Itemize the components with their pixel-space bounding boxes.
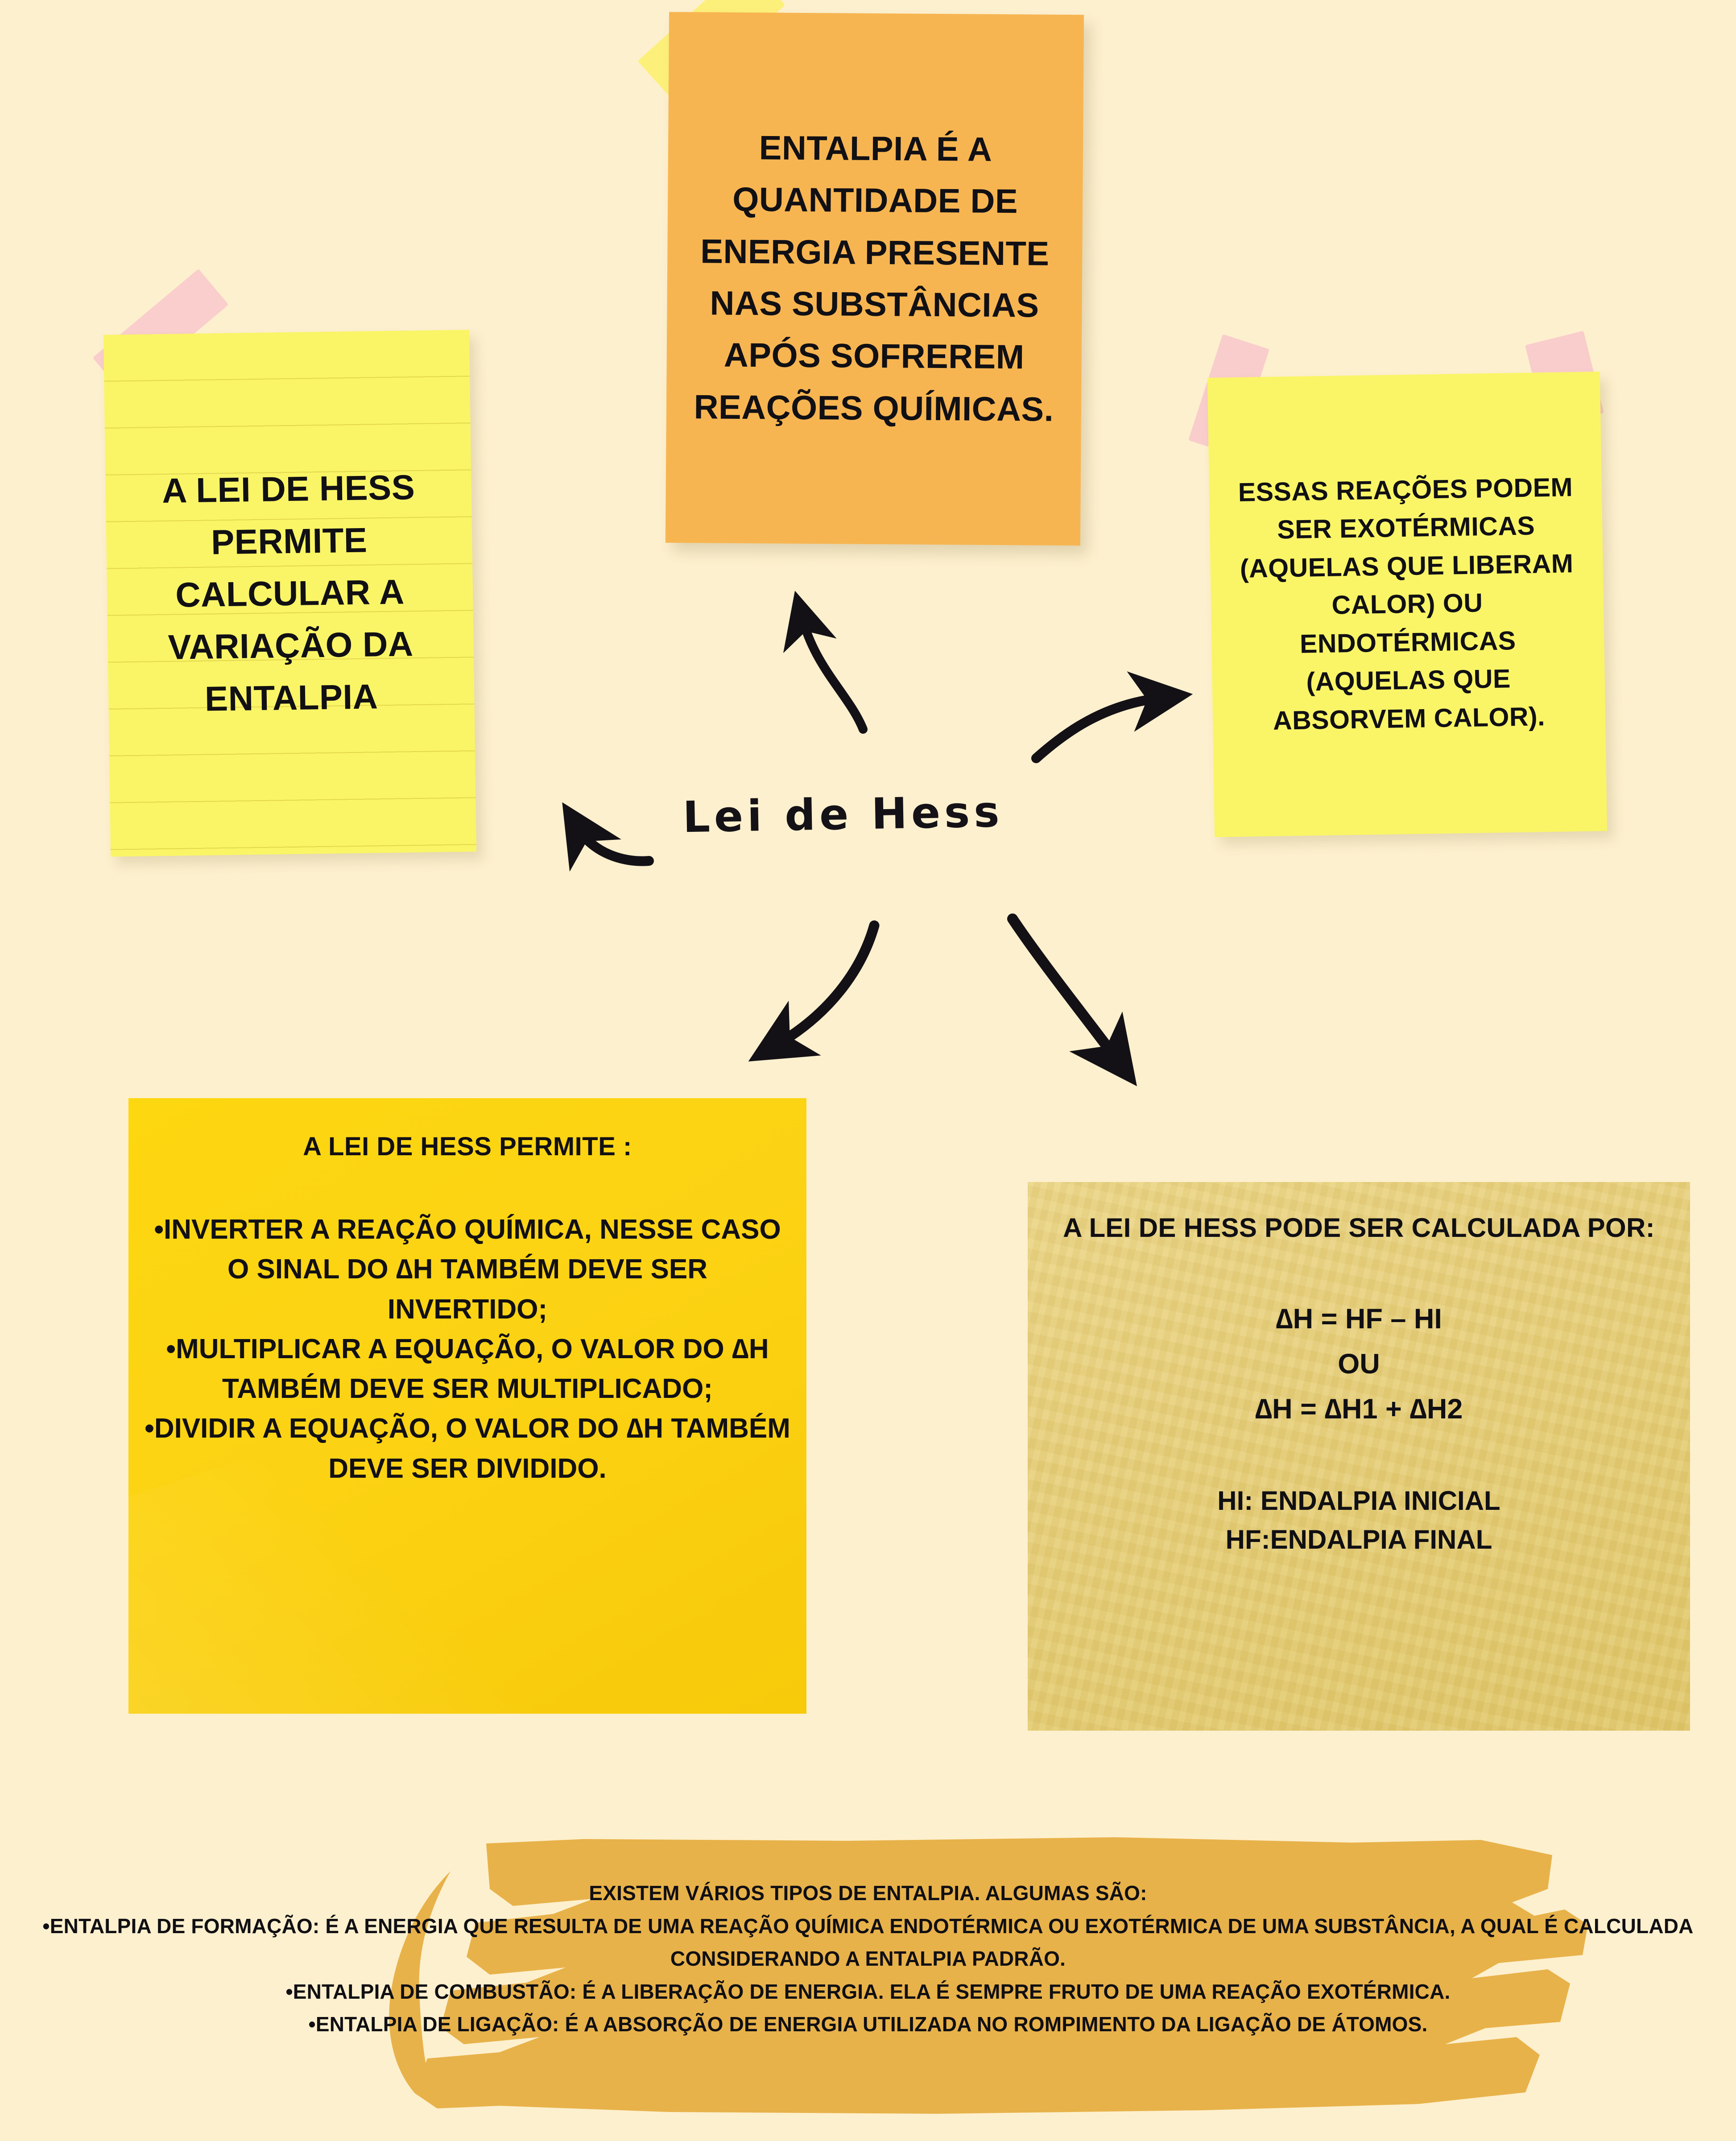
formula-box-title: A LEI DE HESS PODE SER CALCULADA POR:	[1063, 1213, 1655, 1243]
sticky-note-center-orange: ENTALPIA É A QUANTIDADE DE ENERGIA PRESE…	[665, 12, 1084, 546]
formula-box: A LEI DE HESS PODE SER CALCULADA POR: ∆H…	[1028, 1182, 1690, 1731]
sticky-note-right-yellow: ESSAS REAÇÕES PODEM SER EXOTÉRMICAS (AQU…	[1207, 372, 1608, 837]
rules-box-title: A LEI DE HESS PERMITE :	[303, 1132, 632, 1161]
rules-box: A LEI DE HESS PERMITE : •INVERTER A REAÇ…	[128, 1098, 806, 1714]
sticky-note-right-text: ESSAS REAÇÕES PODEM SER EXOTÉRMICAS (AQU…	[1238, 472, 1574, 736]
sticky-note-left-yellow: A LEI DE HESS PERMITE CALCULAR A VARIAÇÃ…	[103, 330, 477, 857]
sticky-note-left-text: A LEI DE HESS PERMITE CALCULAR A VARIAÇÃ…	[161, 467, 415, 719]
formula-legend: HI: ENDALPIA INICIAL HF:ENDALPIA FINAL	[1217, 1486, 1500, 1555]
arrow-to-rules-box	[748, 920, 880, 1062]
rules-box-body: •INVERTER A REAÇÃO QUÍMICA, NESSE CASO O…	[145, 1214, 790, 1484]
sticky-note-center-text: ENTALPIA É A QUANTIDADE DE ENERGIA PRESE…	[694, 129, 1054, 429]
arrow-to-formula-box	[1007, 913, 1137, 1087]
footer-text: EXISTEM VÁRIOS TIPOS DE ENTALPIA. ALGUMA…	[42, 1881, 1694, 2036]
arrow-to-center-note	[783, 591, 868, 734]
formula-equations: ∆H = HF – HI OU ∆H = ∆H1 + ∆H2	[1255, 1303, 1463, 1425]
arrow-to-right-note	[1031, 671, 1193, 763]
center-title: Lei de Hess	[682, 786, 1004, 843]
